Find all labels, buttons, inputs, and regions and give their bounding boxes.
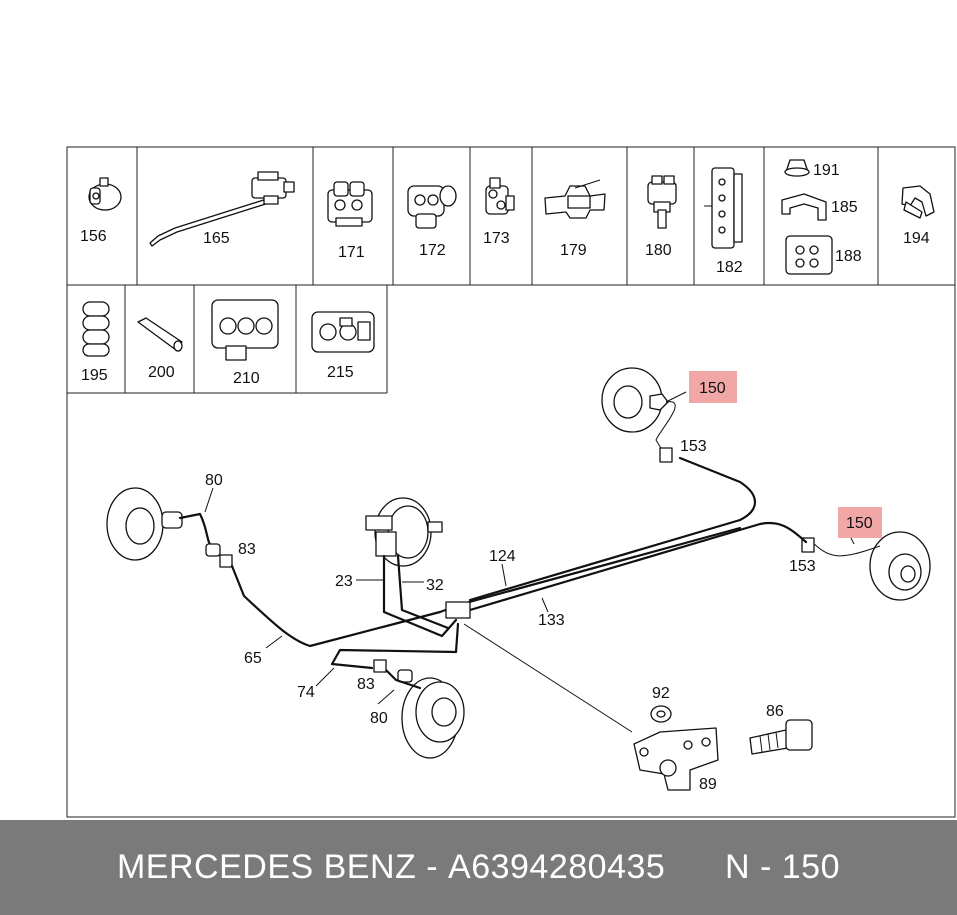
- part-156-drawing: [88, 177, 122, 211]
- callout-153-right: 153: [789, 558, 816, 575]
- footer-gap: [665, 848, 725, 887]
- callout-74: 74: [297, 684, 315, 701]
- part-185-label: 185: [831, 199, 858, 216]
- hose-left: [178, 512, 214, 550]
- part-179-drawing: [544, 179, 606, 219]
- brake-disc-right: [869, 531, 931, 601]
- callout-150-top: 150: [699, 380, 726, 397]
- callout-86: 86: [766, 703, 784, 720]
- part-188-label: 188: [835, 248, 862, 265]
- brake-booster: [365, 497, 443, 567]
- brand-name: MERCEDES BENZ: [116, 848, 417, 886]
- highlight-box-right: [838, 507, 882, 538]
- brake-disc-bottom: [397, 669, 465, 759]
- part-172-drawing: [407, 185, 457, 229]
- part-182-drawing: [704, 167, 743, 249]
- part-200-drawing: [137, 317, 183, 352]
- callout-89: 89: [699, 776, 717, 793]
- part-171-label: 171: [338, 244, 365, 261]
- brake-line-133: [468, 521, 808, 612]
- part-210-drawing: [211, 299, 279, 361]
- valve-86: [749, 719, 813, 755]
- part-165-drawing: [149, 171, 295, 247]
- part-173-drawing: [485, 177, 515, 215]
- callout-32: 32: [426, 577, 444, 594]
- part-number: A6394280435: [448, 848, 666, 886]
- callout-133: 133: [538, 612, 565, 629]
- part-173-label: 173: [483, 230, 510, 247]
- part-180-drawing: [647, 175, 677, 229]
- sensor-cable-right: [809, 539, 881, 557]
- part-200-label: 200: [148, 364, 175, 381]
- part-188-drawing: [785, 235, 833, 275]
- part-191-drawing: [784, 159, 810, 177]
- part-179-label: 179: [560, 242, 587, 259]
- callout-150-right: 150: [846, 515, 873, 532]
- callout-80-bottom: 80: [370, 710, 388, 727]
- part-195-drawing: [82, 301, 110, 357]
- brake-line-74: [330, 622, 460, 670]
- brake-disc-top-right: [601, 367, 669, 433]
- part-215-drawing: [311, 311, 375, 353]
- brake-disc-left: [106, 487, 183, 561]
- callout-23: 23: [335, 573, 353, 590]
- part-195-label: 195: [81, 367, 108, 384]
- bracket-89: [633, 727, 719, 791]
- part-180-label: 180: [645, 242, 672, 259]
- part-215-label: 215: [327, 364, 354, 381]
- callout-83-bottom: 83: [357, 676, 375, 693]
- callout-92: 92: [652, 685, 670, 702]
- callout-labels: 150 150 153 153 80 83 124 23 32 133 65 7…: [205, 371, 882, 793]
- brake-line-32: [396, 554, 450, 630]
- part-185-drawing: [781, 193, 827, 221]
- callout-124: 124: [489, 548, 516, 565]
- highlight-box-top: [689, 371, 737, 403]
- part-171-drawing: [327, 181, 373, 227]
- catalog-row-1: 156 165 171 172: [67, 147, 955, 286]
- part-210-label: 210: [233, 370, 260, 387]
- brake-line-124: [468, 456, 757, 602]
- part-156-label: 156: [80, 228, 107, 245]
- hose-bottom: [382, 666, 422, 690]
- parts-diagram: 156 165 171 172: [66, 146, 956, 818]
- nut-92: [650, 705, 672, 723]
- part-194-drawing: [901, 185, 935, 219]
- part-172-label: 172: [419, 242, 446, 259]
- brake-line-65: [230, 526, 742, 648]
- callout-65: 65: [244, 650, 262, 667]
- position-number: N - 150: [725, 848, 840, 886]
- part-194-label: 194: [903, 230, 930, 247]
- distributor-block: [445, 601, 471, 619]
- part-165-label: 165: [203, 230, 230, 247]
- catalog-row-2: 195 200 210 215: [67, 285, 388, 394]
- callout-153-top: 153: [680, 438, 707, 455]
- diagram-frame: [66, 146, 956, 818]
- callout-83-top: 83: [238, 541, 256, 558]
- part-191-label: 191: [813, 162, 840, 179]
- callout-80-top: 80: [205, 472, 223, 489]
- part-182-label: 182: [716, 259, 743, 276]
- footer-separator: -: [416, 848, 449, 886]
- brake-line-assembly: [106, 367, 931, 791]
- sensor-cable-top: [655, 401, 676, 451]
- part-info-footer: MERCEDES BENZ - A6394280435 N - 150: [0, 820, 957, 915]
